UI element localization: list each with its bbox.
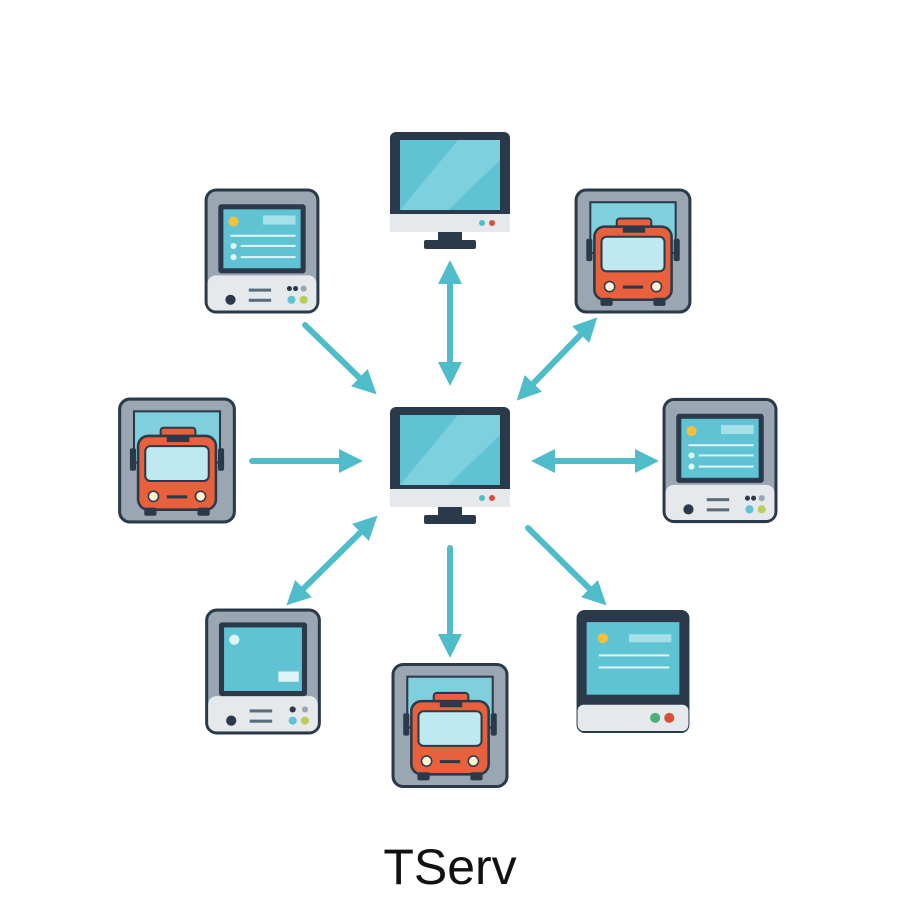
arrow-bottom-left <box>286 515 378 606</box>
bottom-bus-icon <box>391 662 509 789</box>
central-server-monitor-icon <box>390 407 510 524</box>
right-kiosk-icon <box>662 397 778 524</box>
top-left-kiosk-icon <box>204 188 320 314</box>
arrow-top-left <box>302 322 377 395</box>
left-bus-icon <box>118 397 236 524</box>
bottom-right-terminal-icon <box>576 610 690 733</box>
arrow-bottom-right <box>525 525 607 606</box>
bottom-left-kiosk-icon <box>205 608 321 735</box>
arrow-top-right <box>516 317 598 401</box>
diagram-title: TServ <box>383 839 517 895</box>
top-monitor-icon <box>390 132 510 249</box>
top-right-bus-icon <box>574 188 692 314</box>
